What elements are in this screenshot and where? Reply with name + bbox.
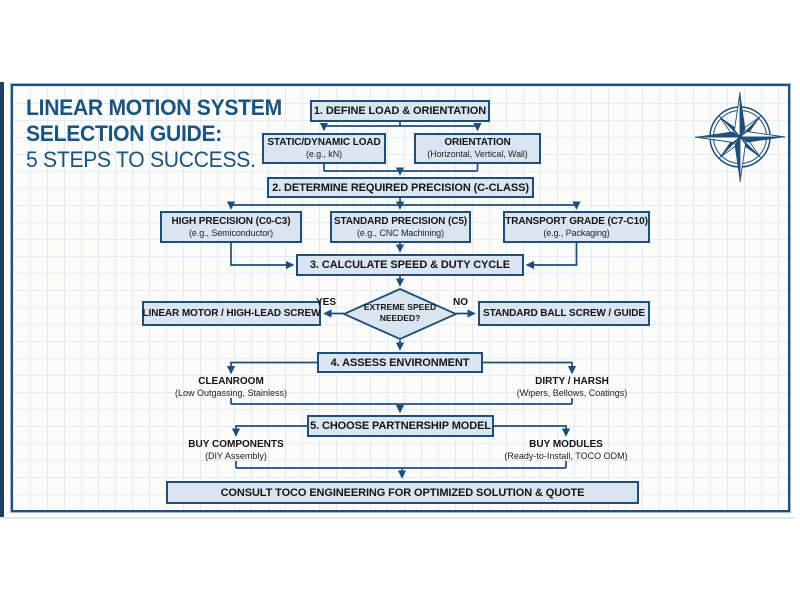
dirty-harsh-sub: (Wipers, Bellows, Coatings) [516, 388, 628, 398]
standard-precision-sub: (e.g., CNC Machining) [357, 227, 444, 238]
standard-precision-title: STANDARD PRECISION (C5) [333, 215, 468, 227]
load-title: STATIC/DYNAMIC LOAD [267, 137, 381, 149]
flow-node-high-precision: HIGH PRECISION (C0-C3) (e.g., Semiconduc… [160, 211, 302, 243]
flow-node-ball-screw: STANDARD BALL SCREW / GUIDE [478, 301, 650, 326]
buy-modules-sub: (Ready-to-Install, TOCO ODM) [504, 451, 628, 461]
flow-step-1: 1. DEFINE LOAD & ORIENTATION [310, 100, 490, 122]
high-precision-title: HIGH PRECISION (C0-C3) [171, 215, 291, 227]
flow-final-cta: CONSULT TOCO ENGINEERING FOR OPTIMIZED S… [166, 481, 639, 504]
flow-step-5: 5. CHOOSE PARTNERSHIP MODEL [307, 415, 494, 437]
flow-step-3: 3. CALCULATE SPEED & DUTY CYCLE [296, 254, 524, 276]
cleanroom-title: CLEANROOM [198, 376, 264, 387]
flow-node-standard-precision: STANDARD PRECISION (C5) (e.g., CNC Machi… [330, 211, 471, 243]
high-precision-sub: (e.g., Semiconductor) [189, 227, 273, 238]
flow-node-linear-motor: LINEAR MOTOR / HIGH-LEAD SCREW [142, 301, 321, 326]
transport-grade-sub: (e.g., Packaging) [543, 227, 610, 238]
dirty-harsh-title: DIRTY / HARSH [535, 376, 609, 387]
frame-shadow [0, 517, 795, 519]
orientation-sub: (Horizontal, Vertical, Wall) [427, 149, 528, 160]
flow-label-buy-components: BUY COMPONENTS (DIY Assembly) [146, 439, 326, 462]
transport-grade-title: TRANSPORT GRADE (C7-C10) [505, 215, 648, 227]
buy-components-sub: (DIY Assembly) [205, 451, 267, 461]
flow-label-buy-modules: BUY MODULES (Ready-to-Install, TOCO ODM) [466, 439, 666, 462]
no-branch-label: NO [453, 297, 468, 308]
flow-node-load: STATIC/DYNAMIC LOAD (e.g., kN) [262, 133, 386, 164]
flow-node-orientation: ORIENTATION (Horizontal, Vertical, Wall) [414, 133, 541, 164]
title-line-2: SELECTION GUIDE: [26, 121, 223, 146]
decision-line-1: EXTREME SPEED [363, 302, 437, 312]
flow-node-transport-grade: TRANSPORT GRADE (C7-C10) (e.g., Packagin… [503, 211, 650, 243]
orientation-title: ORIENTATION [444, 137, 511, 149]
buy-components-title: BUY COMPONENTS [188, 439, 284, 450]
buy-modules-title: BUY MODULES [529, 439, 603, 450]
flow-step-2: 2. DETERMINE REQUIRED PRECISION (C-CLASS… [267, 177, 534, 198]
title-line-1: LINEAR MOTION SYSTEM [26, 95, 282, 120]
title-line-3: 5 STEPS TO SUCCESS. [26, 147, 256, 172]
decision-diamond-label: EXTREME SPEED NEEDED? [348, 302, 452, 323]
flow-label-dirty-harsh: DIRTY / HARSH (Wipers, Bellows, Coatings… [482, 376, 662, 399]
decision-line-2: NEEDED? [379, 312, 421, 323]
compass-rose-icon [694, 91, 786, 183]
yes-branch-label: YES [316, 297, 337, 308]
flow-label-cleanroom: CLEANROOM (Low Outgassing, Stainless) [141, 376, 321, 399]
load-sub: (e.g., kN) [305, 149, 342, 160]
flow-step-4: 4. ASSESS ENVIRONMENT [317, 352, 483, 373]
cleanroom-sub: (Low Outgassing, Stainless) [174, 388, 288, 398]
page-title: LINEAR MOTION SYSTEM SELECTION GUIDE: 5 … [26, 95, 282, 173]
left-accent-bar [0, 82, 4, 518]
